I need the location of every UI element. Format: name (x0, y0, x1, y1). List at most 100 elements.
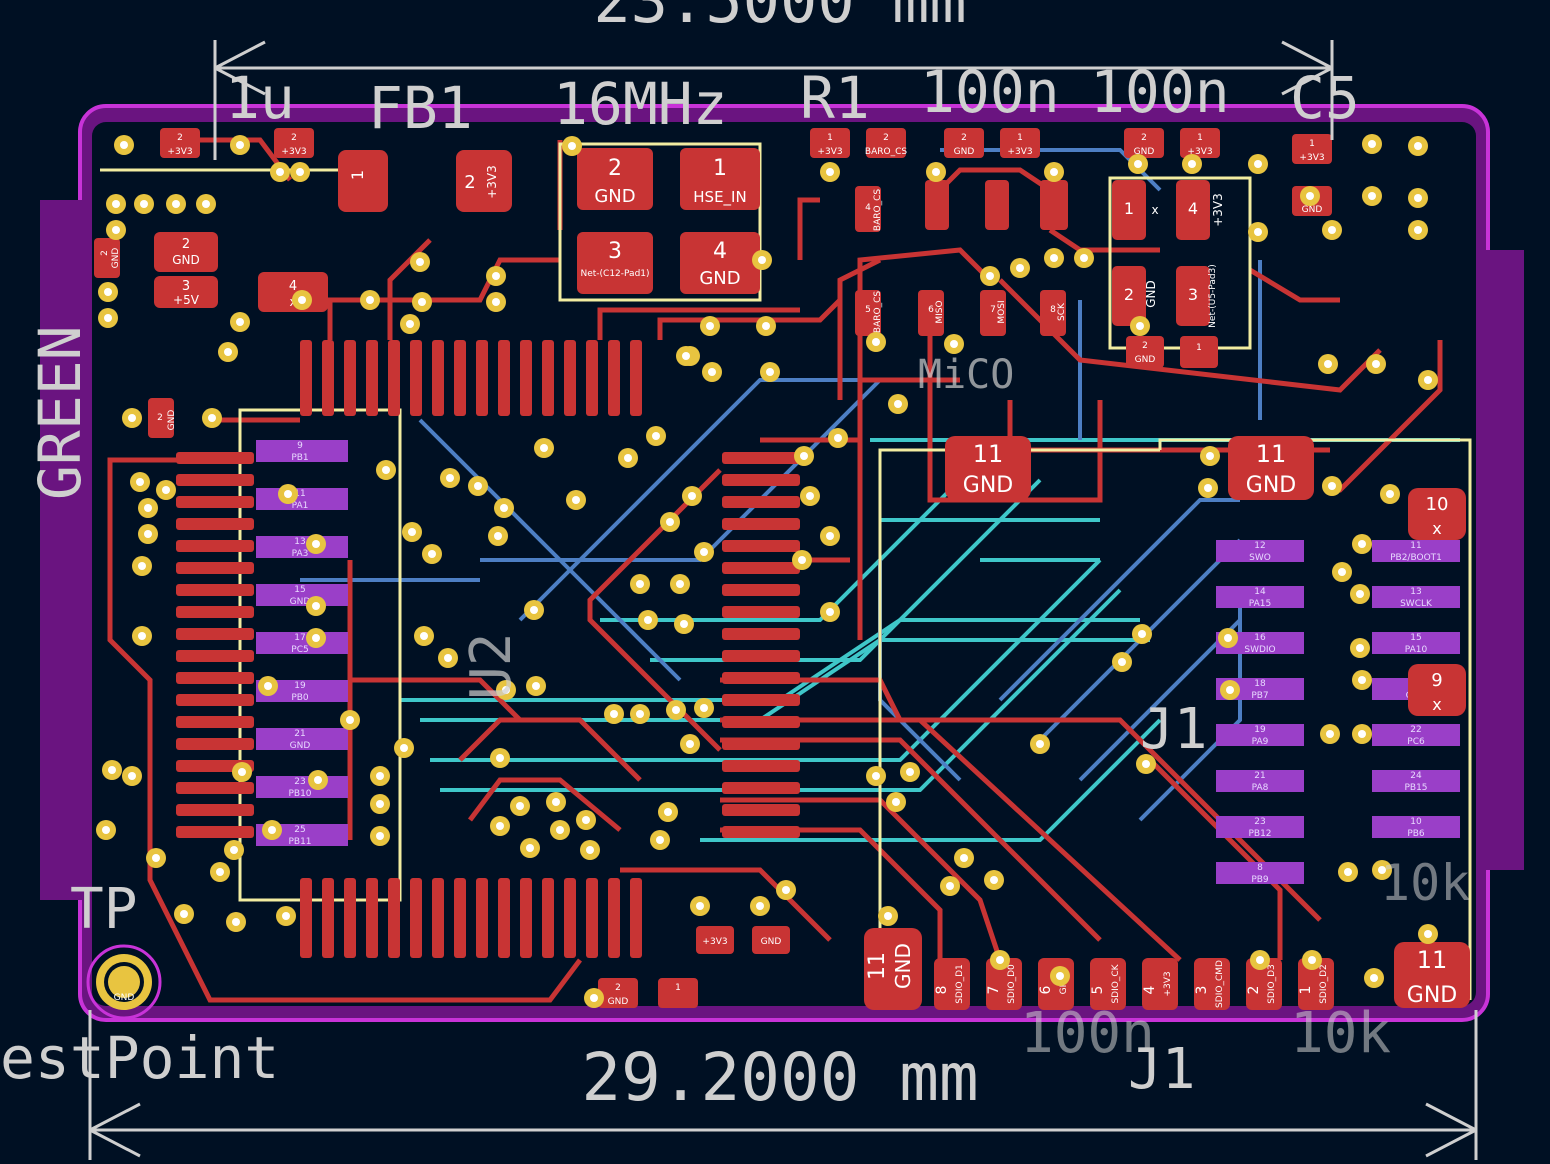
via-drill (872, 338, 880, 346)
via-drill (1414, 226, 1422, 234)
via-drill (1414, 142, 1422, 150)
via-drill (872, 772, 880, 780)
via-drill (232, 918, 240, 926)
via-drill (552, 798, 560, 806)
crystal-pin1-net: HSE_IN (693, 188, 746, 207)
via-drill (798, 556, 806, 564)
via-drill (138, 632, 146, 640)
silk-right-10k: 10k (1380, 854, 1470, 912)
mount-pad-1-net: GND (963, 473, 1013, 498)
via-drill (680, 620, 688, 628)
j1-pad (1194, 958, 1230, 1010)
via-drill (1378, 866, 1386, 874)
ferrite-fb1: 1 2 +3V3 (338, 150, 512, 212)
c-bot2-net1: +3V3 (702, 937, 727, 947)
baro-pin6-net: MISO (935, 300, 945, 323)
silk-center-mico: MiCO (918, 352, 1014, 398)
via-drill (526, 844, 534, 852)
mcu-pad (344, 340, 356, 416)
via-drill (376, 800, 384, 808)
via-drill (540, 444, 548, 452)
mount-pads: 11 GND 11 GND 11 GND 11 GND (864, 436, 1470, 1010)
mcu-pad (722, 738, 800, 750)
header-pin-net: PC5 (291, 645, 308, 655)
mcu-pad (722, 540, 800, 552)
silk-top-100n-b: 100n (1090, 58, 1230, 126)
c5-pin2: 2 (1141, 133, 1147, 143)
header-pad (1216, 586, 1304, 608)
mcu-pad (476, 878, 488, 958)
header-pin-num: 8 (1257, 863, 1263, 873)
mcu-pad (722, 716, 800, 728)
reg-pin2-num: 2 (182, 237, 190, 252)
header-pin-num: 13 (1410, 587, 1421, 597)
header-pin-net: PB7 (1251, 691, 1268, 701)
via-drill (314, 776, 322, 784)
via-drill (806, 492, 814, 500)
crystal-pin3-num: 3 (608, 239, 622, 264)
mcu-pad (432, 340, 444, 416)
j1-pin-num: 2 (1246, 986, 1262, 995)
header-pad (1216, 862, 1304, 884)
c-left-net: GND (111, 248, 121, 269)
crystal-y1: 2 GND 1 HSE_IN 3 Net-(C12-Pad1) 4 GND (577, 148, 760, 294)
baro-pin7-num: 7 (990, 305, 996, 315)
j1-pin-net: SDIO_D3 (1267, 964, 1277, 1004)
flash-pin1-net: x (1151, 203, 1158, 217)
mcu-pad (176, 826, 254, 838)
mcu-pad (322, 878, 334, 958)
dimension-top-value: 23.5000 mm (593, 0, 966, 37)
via-drill (708, 368, 716, 376)
reg-pin3-net: +5V (173, 293, 200, 307)
ferrite-pin1: 1 (348, 170, 367, 180)
mcu-pad (366, 878, 378, 958)
via-drill (590, 994, 598, 1002)
via-drill (756, 902, 764, 910)
c-baro-pin1-net: +3V3 (1007, 147, 1032, 157)
baro-pin7-net: MOSI (997, 300, 1007, 323)
dimension-bottom-value: 29.2000 mm (581, 1039, 978, 1116)
mcu-pad (454, 340, 466, 416)
via-drill (312, 540, 320, 548)
via-drill (892, 798, 900, 806)
j1-pin-net: SDIO_D1 (955, 964, 965, 1004)
via-drill (1050, 254, 1058, 262)
j1-pin-net: SDIO_D2 (1319, 964, 1329, 1004)
reg-pin2-net: GND (172, 253, 200, 267)
via-drill (284, 490, 292, 498)
header-pad (1372, 632, 1460, 654)
mcu-pad (722, 606, 800, 618)
baro-pin8-net: SCK (1057, 302, 1067, 321)
r-baro-pin2-net: BARO_CS (865, 147, 907, 157)
silk-bottom-j1: J1 (1128, 1037, 1195, 1102)
j1-pad (934, 958, 970, 1010)
header-pin-num: 23 (1254, 817, 1265, 827)
j1-pad (1142, 958, 1178, 1010)
via-drill (1368, 140, 1376, 148)
via-drill (162, 486, 170, 494)
c1-pin-net: +3V3 (167, 147, 192, 157)
mount-pad-2-num: 11 (1256, 440, 1287, 468)
header-pin-num: 16 (1254, 633, 1266, 643)
c5-pin2-net: GND (1134, 147, 1155, 157)
via-drill (582, 816, 590, 824)
via-drill (636, 710, 644, 718)
mcu-pad (432, 878, 444, 958)
via-drill (672, 706, 680, 714)
via-drill (946, 882, 954, 890)
header-pad (1216, 632, 1304, 654)
header-pin-num: 12 (1254, 541, 1265, 551)
via-drill (1424, 930, 1432, 938)
via-drill (238, 768, 246, 776)
j1-pad (1246, 958, 1282, 1010)
silk-center-u2: U2 (459, 633, 524, 700)
via-drill (834, 434, 842, 442)
via-drill (500, 504, 508, 512)
c-baro-pin2-net: GND (954, 147, 975, 157)
j1-pad (1090, 958, 1126, 1010)
via-drill (1308, 956, 1316, 964)
flash-pin3-num: 3 (1188, 285, 1198, 304)
j1-pin-num: 3 (1194, 986, 1210, 995)
via-drill (800, 452, 808, 460)
